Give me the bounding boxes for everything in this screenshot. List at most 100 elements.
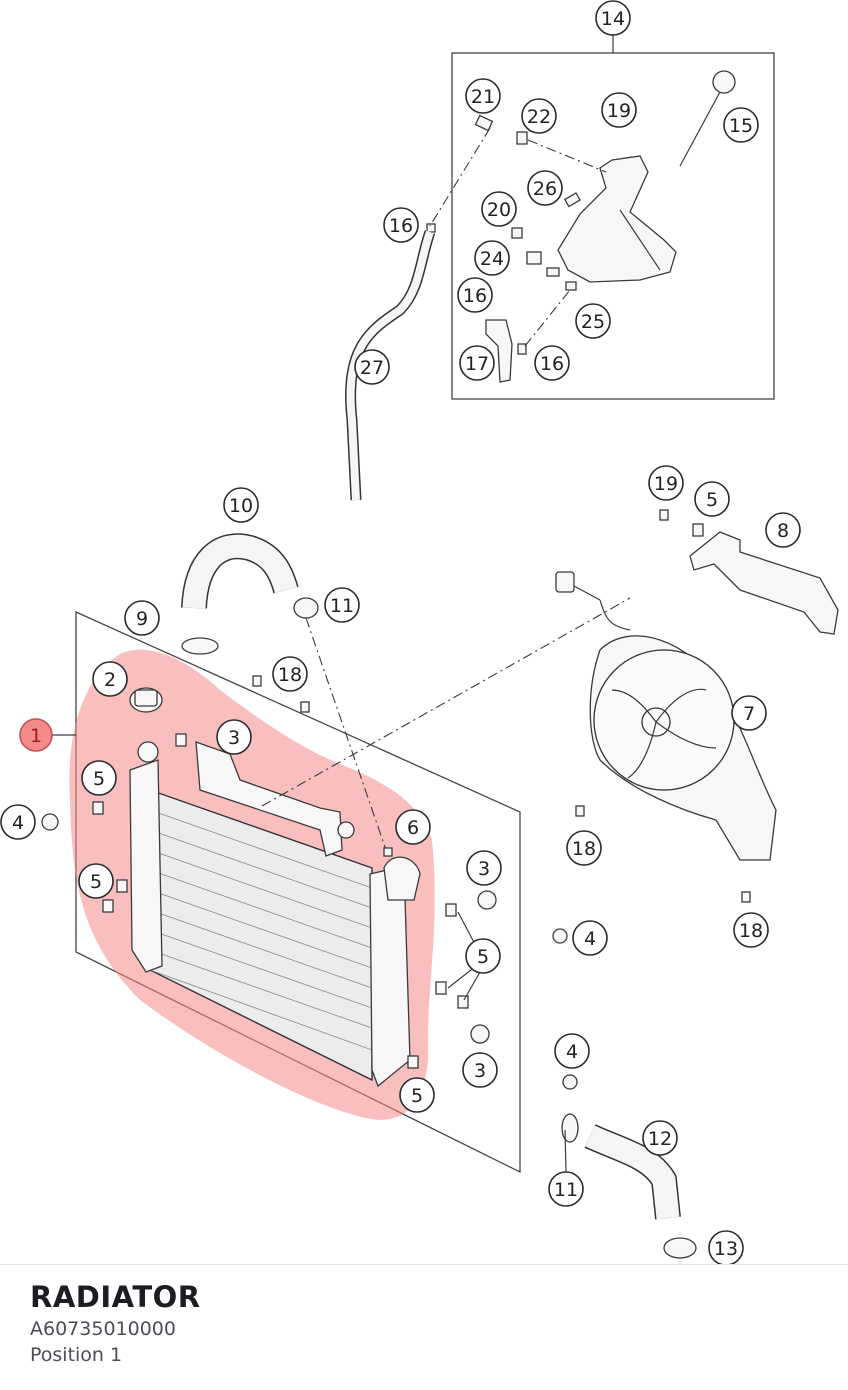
callout-circle: [733, 912, 769, 948]
callout-19[interactable]: 19: [648, 465, 684, 501]
callout-15[interactable]: 15: [723, 107, 759, 143]
callout-circle: [566, 830, 602, 866]
callout-22[interactable]: 22: [521, 98, 557, 134]
callout-12[interactable]: 12: [642, 1120, 678, 1156]
callout-circle: [395, 809, 431, 845]
callout-circle: [548, 1171, 584, 1207]
callout-7[interactable]: 7: [731, 695, 767, 731]
callout-label: 4: [566, 1041, 578, 1063]
callout-circle: [572, 920, 608, 956]
fan-cover: [689, 531, 839, 635]
callout-circle: [457, 277, 493, 313]
expansion-tank: [557, 155, 677, 283]
callout-26[interactable]: 26: [527, 170, 563, 206]
callout-14[interactable]: 14: [595, 0, 631, 36]
callout-6[interactable]: 6: [395, 809, 431, 845]
callout-label: 15: [729, 115, 753, 137]
callout-circle: [216, 719, 252, 755]
callout-circle: [465, 938, 501, 974]
dipstick-cap: [712, 70, 736, 94]
callout-label: 8: [777, 520, 789, 542]
callout-5[interactable]: 5: [81, 760, 117, 796]
callout-5[interactable]: 5: [399, 1077, 435, 1113]
callout-13[interactable]: 13: [708, 1230, 744, 1265]
callout-label: 18: [572, 838, 596, 860]
callout-label: 18: [278, 664, 302, 686]
callout-circle: [765, 512, 801, 548]
callout-circle: [481, 191, 517, 227]
callout-circle: [474, 240, 510, 276]
callout-label: 1: [30, 725, 42, 747]
callout-circle: [694, 481, 730, 517]
callout-circle: [723, 107, 759, 143]
callout-circle: [642, 1120, 678, 1156]
callout-label: 17: [465, 353, 489, 375]
callout-label: 16: [540, 353, 564, 375]
callout-16[interactable]: 16: [457, 277, 493, 313]
callout-10[interactable]: 10: [223, 487, 259, 523]
callout-circle: [731, 695, 767, 731]
callout-18[interactable]: 18: [566, 830, 602, 866]
callout-circle: [223, 487, 259, 523]
callout-circle: [708, 1230, 744, 1265]
radiator-fins: [149, 809, 373, 1051]
callout-label: 13: [714, 1238, 738, 1260]
callout-circle: [465, 78, 501, 114]
callout-18[interactable]: 18: [733, 912, 769, 948]
callout-24[interactable]: 24: [474, 240, 510, 276]
callout-19[interactable]: 19: [601, 92, 637, 128]
callout-3[interactable]: 3: [216, 719, 252, 755]
callout-label: 3: [474, 1060, 486, 1082]
callout-2[interactable]: 2: [92, 661, 128, 697]
callout-4[interactable]: 4: [572, 920, 608, 956]
callout-3[interactable]: 3: [462, 1052, 498, 1088]
callout-16[interactable]: 16: [534, 345, 570, 381]
callout-20[interactable]: 20: [481, 191, 517, 227]
part-number: A60735010000: [30, 1318, 176, 1340]
callout-circle: [383, 207, 419, 243]
callout-16[interactable]: 16: [383, 207, 419, 243]
callout-circle: [92, 661, 128, 697]
callout-circle: [462, 1052, 498, 1088]
callout-21[interactable]: 21: [465, 78, 501, 114]
callout-5[interactable]: 5: [694, 481, 730, 517]
callout-circle: [575, 303, 611, 339]
callout-8[interactable]: 8: [765, 512, 801, 548]
callout-circle: [554, 1033, 590, 1069]
callout-label: 6: [407, 817, 419, 839]
callout-label: 16: [463, 285, 487, 307]
callout-25[interactable]: 25: [575, 303, 611, 339]
callout-circle: [521, 98, 557, 134]
callout-27[interactable]: 27: [354, 349, 390, 385]
callout-9[interactable]: 9: [124, 600, 160, 636]
callout-label: 5: [411, 1085, 423, 1107]
callout-17[interactable]: 17: [459, 345, 495, 381]
callout-circle: [0, 804, 36, 840]
callout-18[interactable]: 18: [272, 656, 308, 692]
callout-label: 19: [607, 100, 631, 122]
callout-label: 3: [228, 727, 240, 749]
callout-circle: [601, 92, 637, 128]
callout-circle: [459, 345, 495, 381]
callout-11[interactable]: 11: [548, 1171, 584, 1207]
callout-circle: [78, 863, 114, 899]
callout-circle: [324, 587, 360, 623]
callout-circle: [595, 0, 631, 36]
callout-5[interactable]: 5: [465, 938, 501, 974]
callout-circle: [124, 600, 160, 636]
callout-circle: [527, 170, 563, 206]
callout-4[interactable]: 4: [0, 804, 36, 840]
part-info-panel: RADIATOR A60735010000 Position 1: [30, 1278, 201, 1368]
callout-circle: [399, 1077, 435, 1113]
callout-circle: [648, 465, 684, 501]
callout-3[interactable]: 3: [466, 850, 502, 886]
callout-label: 5: [706, 489, 718, 511]
callout-1[interactable]: 1: [19, 718, 53, 752]
callout-label: 5: [93, 768, 105, 790]
callout-11[interactable]: 11: [324, 587, 360, 623]
callout-4[interactable]: 4: [554, 1033, 590, 1069]
callout-5[interactable]: 5: [78, 863, 114, 899]
part-name: RADIATOR: [30, 1280, 201, 1314]
callout-label: 18: [739, 920, 763, 942]
